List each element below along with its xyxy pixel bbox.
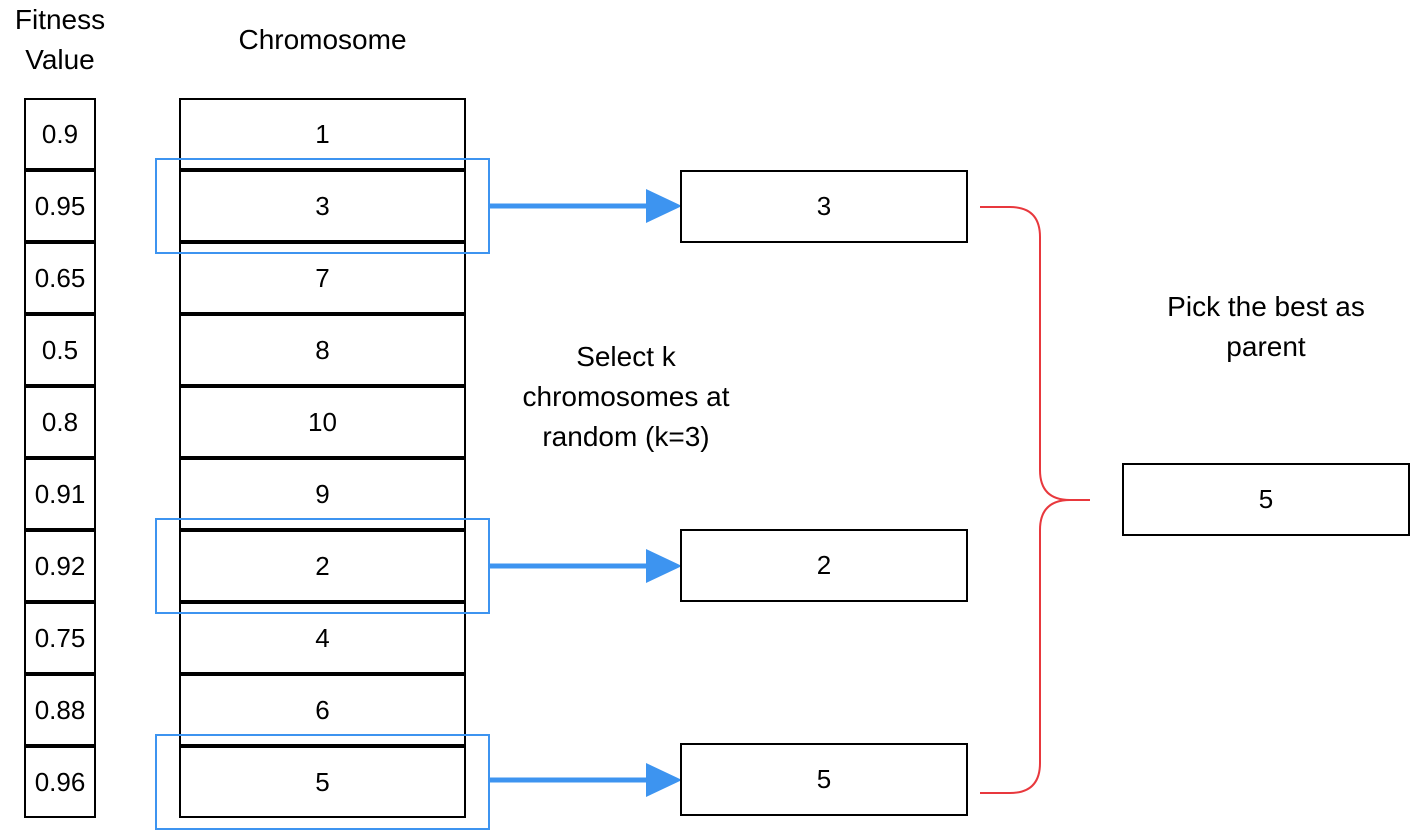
select-description-line: chromosomes at <box>522 381 730 412</box>
chromosome-cell: 3 <box>179 170 466 242</box>
chromosome-cell: 8 <box>179 314 466 386</box>
tournament-box: 5 <box>680 743 968 816</box>
fitness-cell: 0.95 <box>24 170 96 242</box>
selection-arrow <box>490 763 682 797</box>
chromosome-cell: 10 <box>179 386 466 458</box>
pick-best-line: parent <box>1226 331 1306 362</box>
pick-best-line: Pick the best as <box>1167 291 1365 322</box>
fitness-header-line2: Value <box>25 44 95 75</box>
selection-highlight <box>155 158 490 254</box>
tournament-box: 2 <box>680 529 968 602</box>
fitness-cell: 0.75 <box>24 602 96 674</box>
fitness-cell: 0.91 <box>24 458 96 530</box>
chromosome-cell: 4 <box>179 602 466 674</box>
fitness-cell: 0.5 <box>24 314 96 386</box>
parent-box: 5 <box>1122 463 1410 536</box>
pick-best-description: Pick the best as parent <box>1120 287 1412 367</box>
fitness-header-line1: Fitness <box>14 4 106 35</box>
chromosome-cell: 7 <box>179 242 466 314</box>
selection-highlight <box>155 518 490 614</box>
tournament-box: 3 <box>680 170 968 243</box>
fitness-cell: 0.9 <box>24 98 96 170</box>
selection-arrow <box>490 549 682 583</box>
fitness-cell: 0.8 <box>24 386 96 458</box>
curly-brace <box>980 206 1090 794</box>
chromosome-cell: 5 <box>179 746 466 818</box>
fitness-cell: 0.92 <box>24 530 96 602</box>
chromosome-cell: 2 <box>179 530 466 602</box>
select-description-line: Select k <box>576 341 676 372</box>
fitness-cell: 0.96 <box>24 746 96 818</box>
select-description: Select k chromosomes at random (k=3) <box>490 337 762 457</box>
fitness-cell: 0.88 <box>24 674 96 746</box>
select-description-line: random (k=3) <box>542 421 710 452</box>
selection-arrow <box>490 189 682 223</box>
fitness-cell: 0.65 <box>24 242 96 314</box>
chromosome-header: Chromosome <box>238 24 407 55</box>
selection-highlight <box>155 734 490 830</box>
fitness-header: Fitness Value <box>0 0 120 80</box>
